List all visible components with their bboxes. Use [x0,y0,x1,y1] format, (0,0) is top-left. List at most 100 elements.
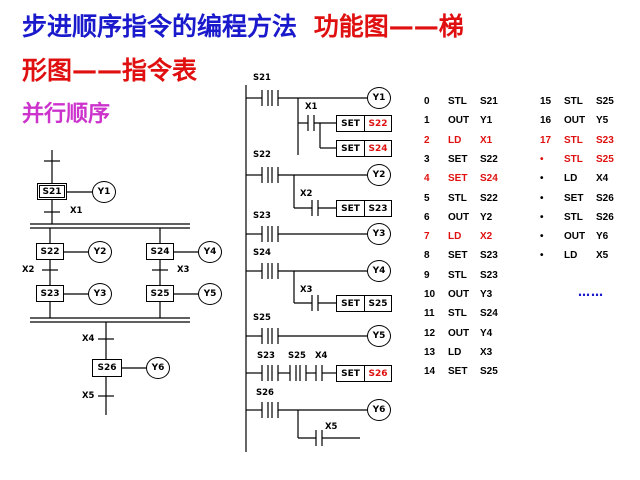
ladder-contact-x1: X1 [305,102,318,112]
ladder-set-s23: SET S23 [336,200,392,217]
instruction-step: • [540,231,544,243]
instruction-step: 1 [424,115,430,127]
ladder-contact-x2: X2 [300,189,313,199]
ladder-set-s25: SET S25 [336,295,392,312]
set-label: SET [337,201,365,216]
ladder-set-s24: SET S24 [336,140,392,157]
instruction-op: SET [448,366,468,378]
instruction-step: • [540,211,544,223]
sfc-output-y2: Y2 [88,241,112,263]
instruction-op: SET [448,173,468,185]
instruction-step: 13 [424,346,436,358]
sfc-output-y4: Y4 [198,241,222,263]
instruction-arg: X1 [480,134,493,146]
instruction-row: 13 LD X3 [424,347,492,358]
instruction-arg: S26 [596,211,614,223]
sfc-output-y5: Y5 [198,283,222,305]
instruction-step: 10 [424,289,436,300]
ladder-contact-x5: X5 [325,422,338,432]
instruction-arg: Y2 [480,211,493,223]
instruction-step: 7 [424,231,430,243]
ladder-set-s26: SET S26 [336,365,392,382]
instruction-op: STL [564,96,583,107]
set-label: SET [337,366,365,381]
instruction-row: • OUT Y6 [540,231,608,242]
sfc-transition-x1: X1 [70,206,83,216]
set-target: S25 [368,298,388,309]
instruction-op: STL [564,134,583,146]
instruction-step: 12 [424,327,436,339]
sfc-step-s24: S24 [146,243,174,260]
instruction-op: SET [448,250,468,262]
instruction-arg: Y1 [480,115,493,127]
instruction-op: LD [564,250,578,262]
set-label: SET [337,141,365,156]
ladder-coil-y6: Y6 [367,399,391,421]
set-target: S26 [368,368,388,379]
subtitle: 并行顺序 [22,102,111,127]
ladder-contact-x3: X3 [300,285,313,295]
instruction-step: 15 [540,96,552,107]
instruction-op: SET [564,192,584,204]
instruction-op: OUT [448,115,470,127]
instruction-op: STL [448,192,467,204]
instruction-step: 5 [424,192,430,204]
ladder-contact-s26: S26 [256,388,274,398]
title-line-1: 步进顺序指令的编程方法 功能图——梯 [22,12,464,42]
ladder-contact-s24: S24 [253,248,271,258]
instruction-arg: X3 [480,346,493,358]
instruction-arg: S25 [480,366,498,378]
instruction-step: 6 [424,211,430,223]
sfc-step-s25: S25 [146,285,174,302]
instruction-op: STL [448,96,467,107]
sfc-transition-x4: X4 [82,334,95,344]
ladder-contact-s23-b: S23 [257,351,275,361]
instruction-arg: S24 [480,173,498,185]
ladder-coil-y2: Y2 [367,164,391,186]
instruction-step: • [540,192,544,204]
instruction-op: STL [564,153,583,165]
instruction-arg: S24 [480,308,498,320]
instruction-arg: Y5 [596,115,609,127]
ladder-contact-s25-b: S25 [288,351,306,361]
ladder-coil-y1: Y1 [367,87,391,109]
instruction-step: 11 [424,308,435,320]
instruction-row: 1 OUT Y1 [424,115,492,126]
set-target: S24 [368,143,388,154]
sfc-step-s22: S22 [36,243,64,260]
instruction-op: LD [448,231,462,243]
instruction-step: 2 [424,134,430,146]
instruction-step: 3 [424,153,430,165]
instruction-arg: X5 [596,250,609,262]
instruction-op: STL [564,211,583,223]
instruction-op: LD [564,173,578,185]
title-line-2: 形图——指令表 [22,56,198,85]
instruction-op: LD [448,346,462,358]
instruction-arg: Y6 [596,231,609,243]
instruction-op: OUT [448,211,470,223]
ladder-coil-y5: Y5 [367,325,391,347]
instruction-step: • [540,250,544,262]
ellipsis: …… [578,285,604,299]
instruction-arg: X2 [480,231,493,243]
sfc-step-s26: S26 [92,359,122,377]
instruction-op: OUT [564,231,586,243]
instruction-op: OUT [448,327,470,339]
instruction-op: OUT [448,289,470,300]
title-highlight: 功能图——梯 [313,12,464,41]
instruction-arg: Y3 [480,289,493,300]
ladder-contact-s21: S21 [253,73,271,83]
instruction-op: OUT [564,115,586,127]
